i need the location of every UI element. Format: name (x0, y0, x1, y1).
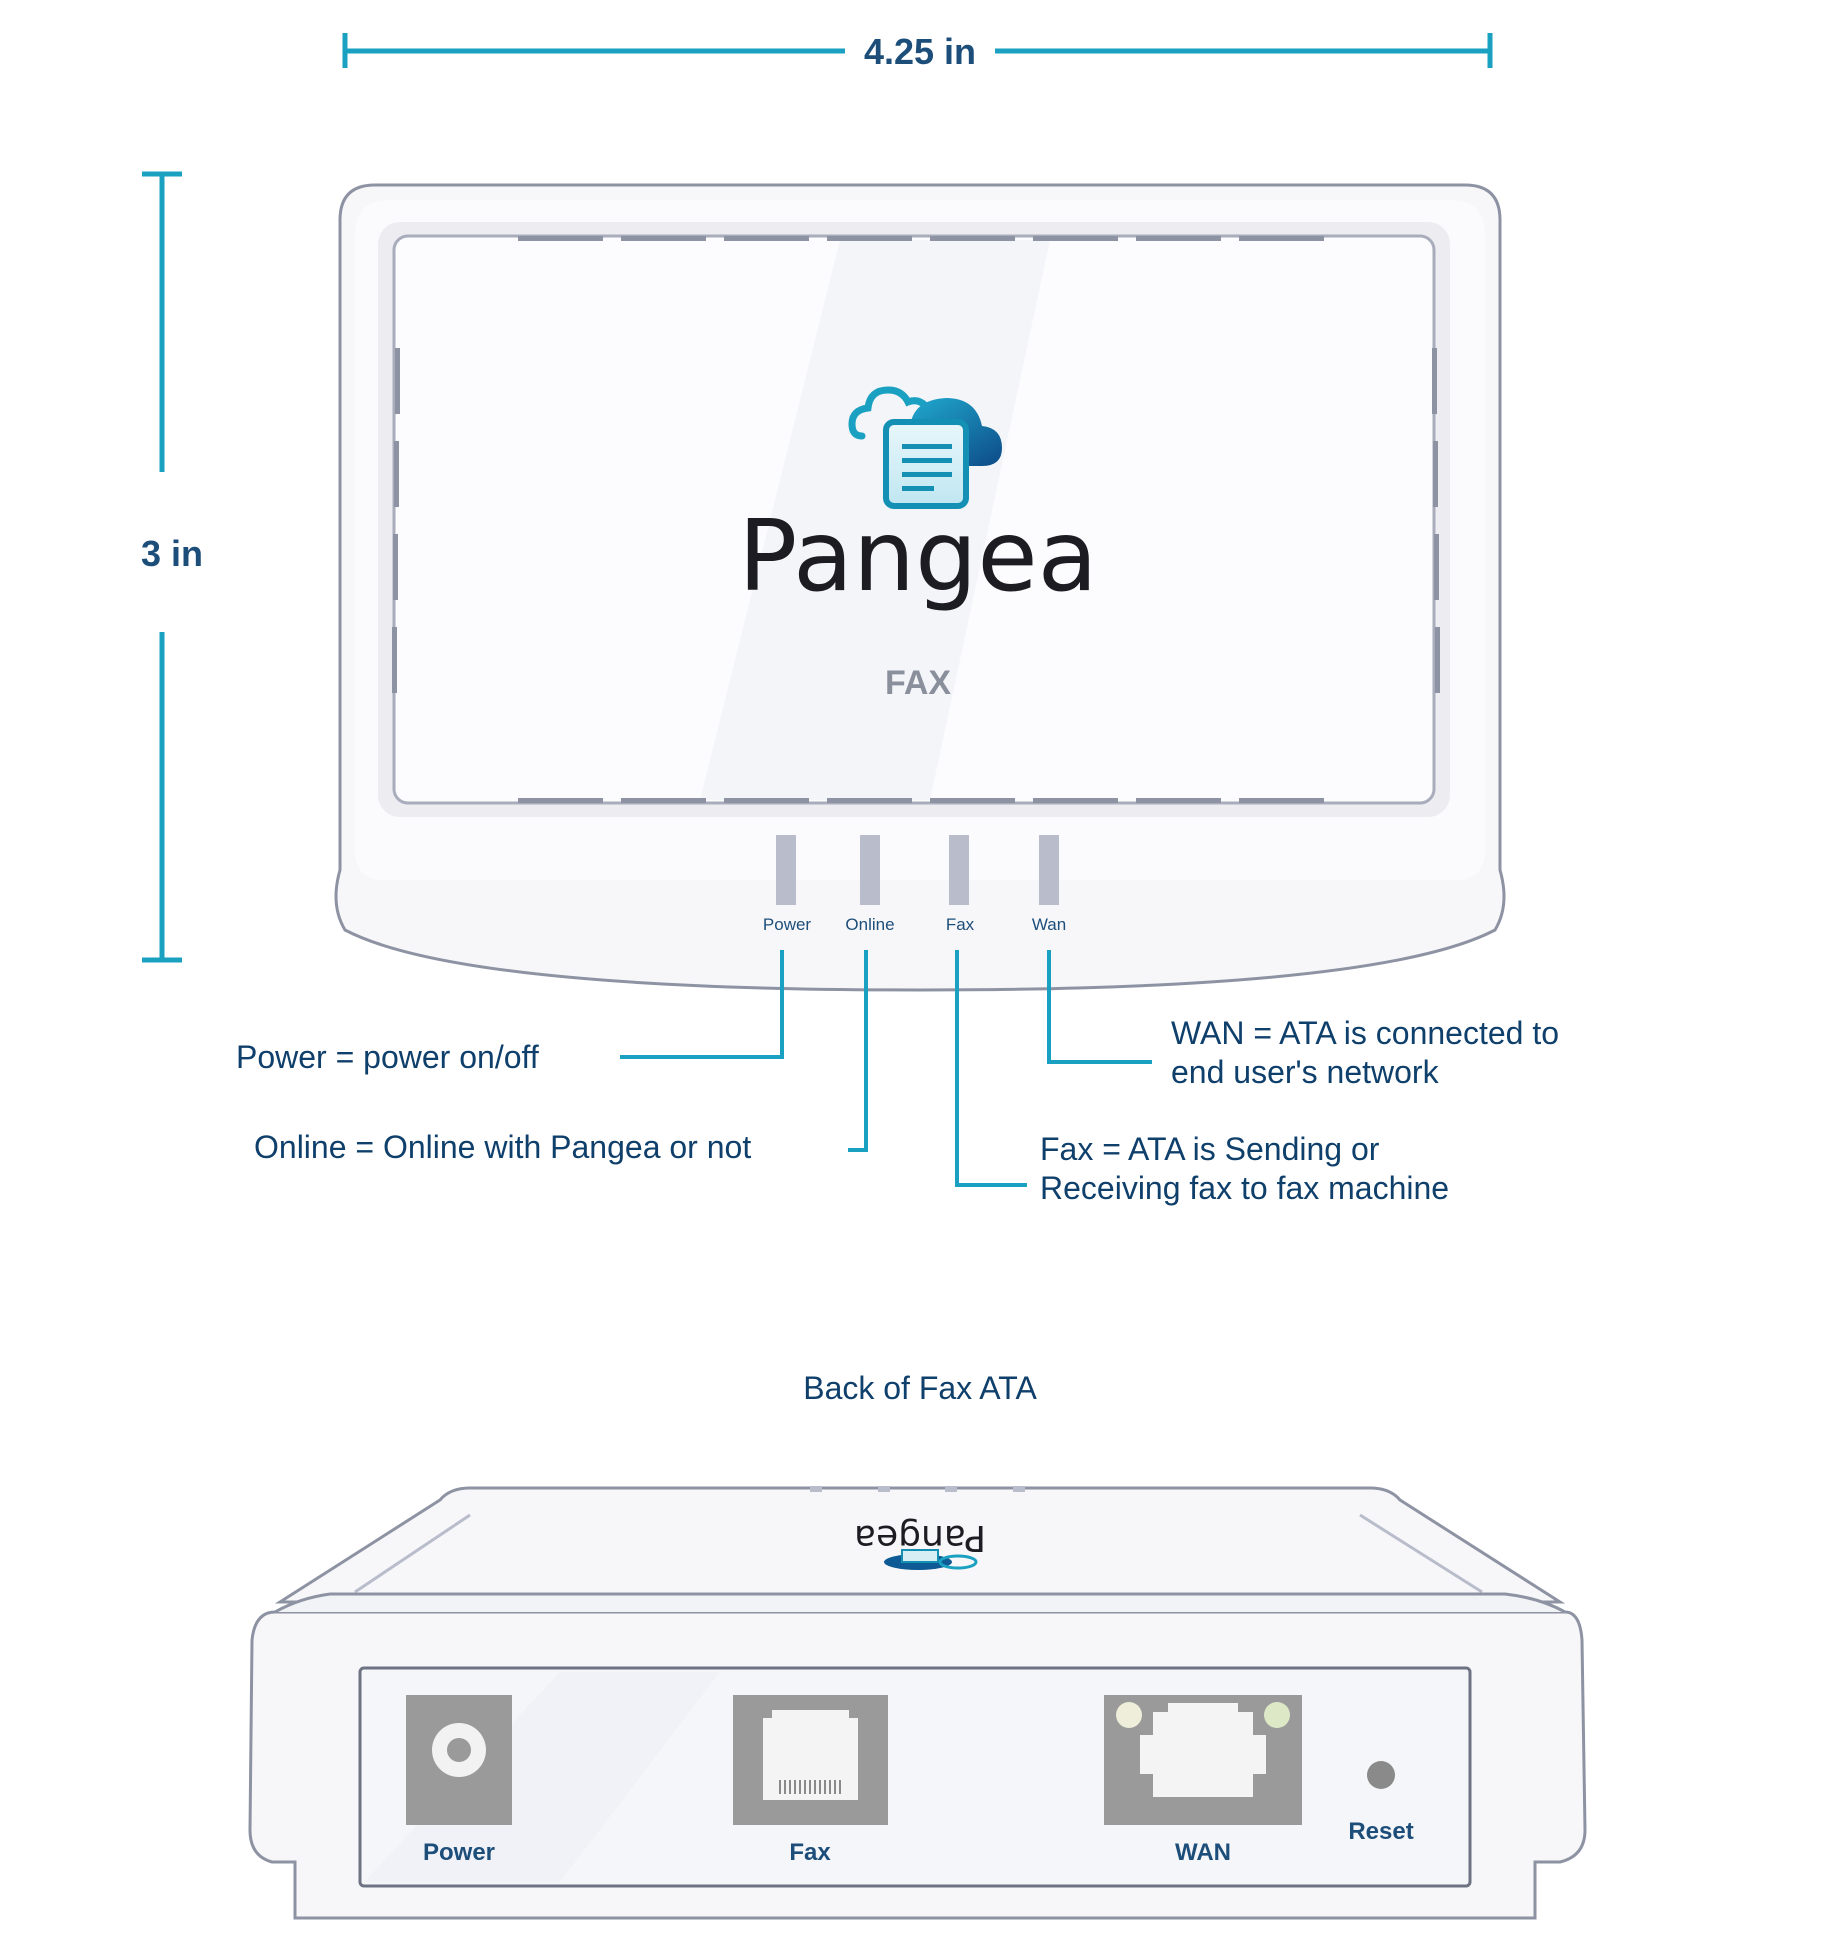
height-label: 3 in (141, 533, 203, 574)
led-wan-label: Wan (1032, 915, 1066, 934)
reset-label: Reset (1348, 1818, 1413, 1845)
fax-port-label: Fax (789, 1839, 831, 1866)
cloud-fax-logo-icon (848, 386, 1002, 509)
led-fax-label: Fax (946, 915, 975, 934)
led-wan: Wan (1032, 835, 1066, 934)
power-port (406, 1695, 512, 1825)
back-title: Back of Fax ATA (803, 1370, 1037, 1406)
device-back: Pangea Power (248, 1486, 1587, 1920)
callout-fax-line1: Fax = ATA is Sending or (1040, 1131, 1380, 1167)
led-online: Online (845, 835, 895, 934)
led-power: Power (763, 835, 812, 934)
led-power-label: Power (763, 915, 812, 934)
width-dimension: 4.25 in (342, 31, 1493, 72)
model-label: FAX (885, 664, 951, 702)
height-dimension: 3 in (141, 171, 203, 963)
wan-port (1104, 1695, 1302, 1825)
led-fax: Fax (946, 835, 975, 934)
callout-lines (620, 950, 1152, 1187)
fax-port (733, 1695, 888, 1825)
brand-name: Pangea (738, 500, 1097, 614)
led-online-label: Online (845, 915, 894, 934)
wan-port-label: WAN (1175, 1839, 1231, 1866)
width-label: 4.25 in (864, 31, 976, 72)
callout-wan-line2: end user's network (1171, 1054, 1440, 1090)
power-port-label: Power (423, 1839, 495, 1866)
callout-online: Online = Online with Pangea or not (254, 1129, 751, 1165)
reset-button (1367, 1761, 1395, 1789)
callout-wan-line1: WAN = ATA is connected to (1171, 1015, 1559, 1051)
callout-fax-line2: Receiving fax to fax machine (1040, 1170, 1449, 1206)
device-front: Pangea FAX Power Online Fax Wan (334, 183, 1506, 992)
callout-power: Power = power on/off (236, 1039, 539, 1075)
back-logo-icon (884, 1549, 978, 1570)
